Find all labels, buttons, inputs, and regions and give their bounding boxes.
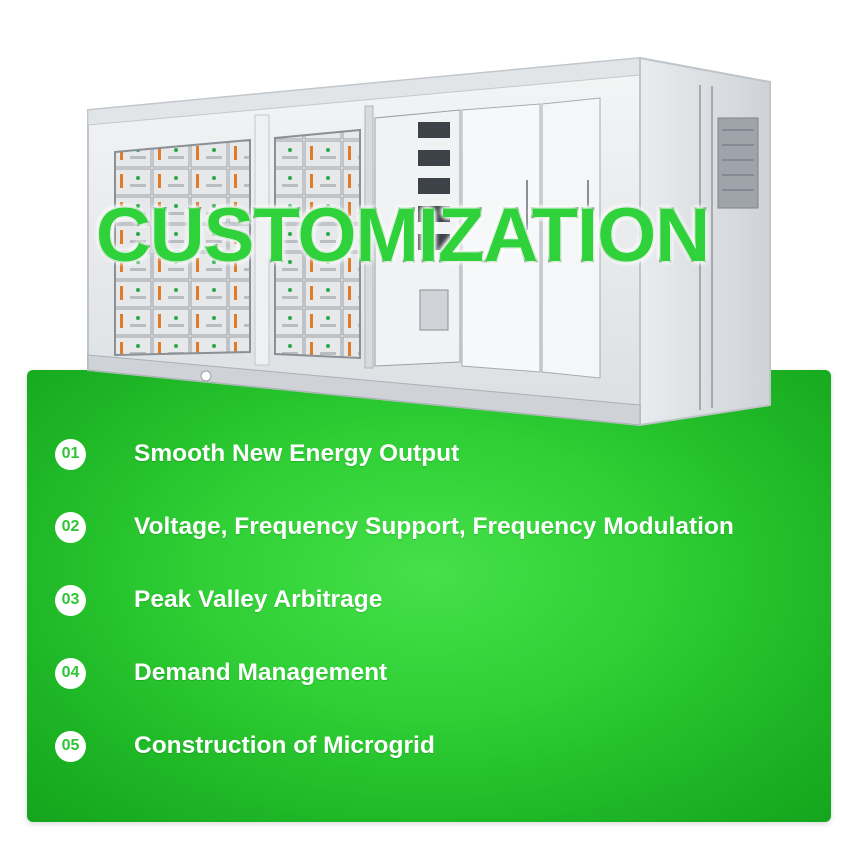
feature-label: Demand Management <box>134 659 388 686</box>
feature-label: Peak Valley Arbitrage <box>134 586 383 613</box>
customization-headline: CUSTOMIZATION <box>95 193 712 278</box>
number-badge: 03 <box>55 584 86 616</box>
feature-item: 01 Smooth New Energy Output <box>55 436 825 472</box>
number-badge: 04 <box>55 657 86 689</box>
feature-label: Construction of Microgrid <box>134 732 435 759</box>
energy-storage-container-image <box>87 56 771 427</box>
number-badge: 05 <box>55 730 86 762</box>
number-badge: 02 <box>55 511 86 543</box>
feature-item: 02 Voltage, Frequency Support, Frequency… <box>55 509 825 545</box>
feature-item: 03 Peak Valley Arbitrage <box>55 582 825 618</box>
feature-item: 05 Construction of Microgrid <box>55 728 825 764</box>
feature-panel-background <box>27 370 831 822</box>
feature-label: Voltage, Frequency Support, Frequency Mo… <box>134 513 734 540</box>
feature-label: Smooth New Energy Output <box>134 440 460 467</box>
feature-item: 04 Demand Management <box>55 655 825 691</box>
feature-list: 01 Smooth New Energy Output 02 Voltage, … <box>55 436 825 801</box>
number-badge: 01 <box>55 438 86 470</box>
